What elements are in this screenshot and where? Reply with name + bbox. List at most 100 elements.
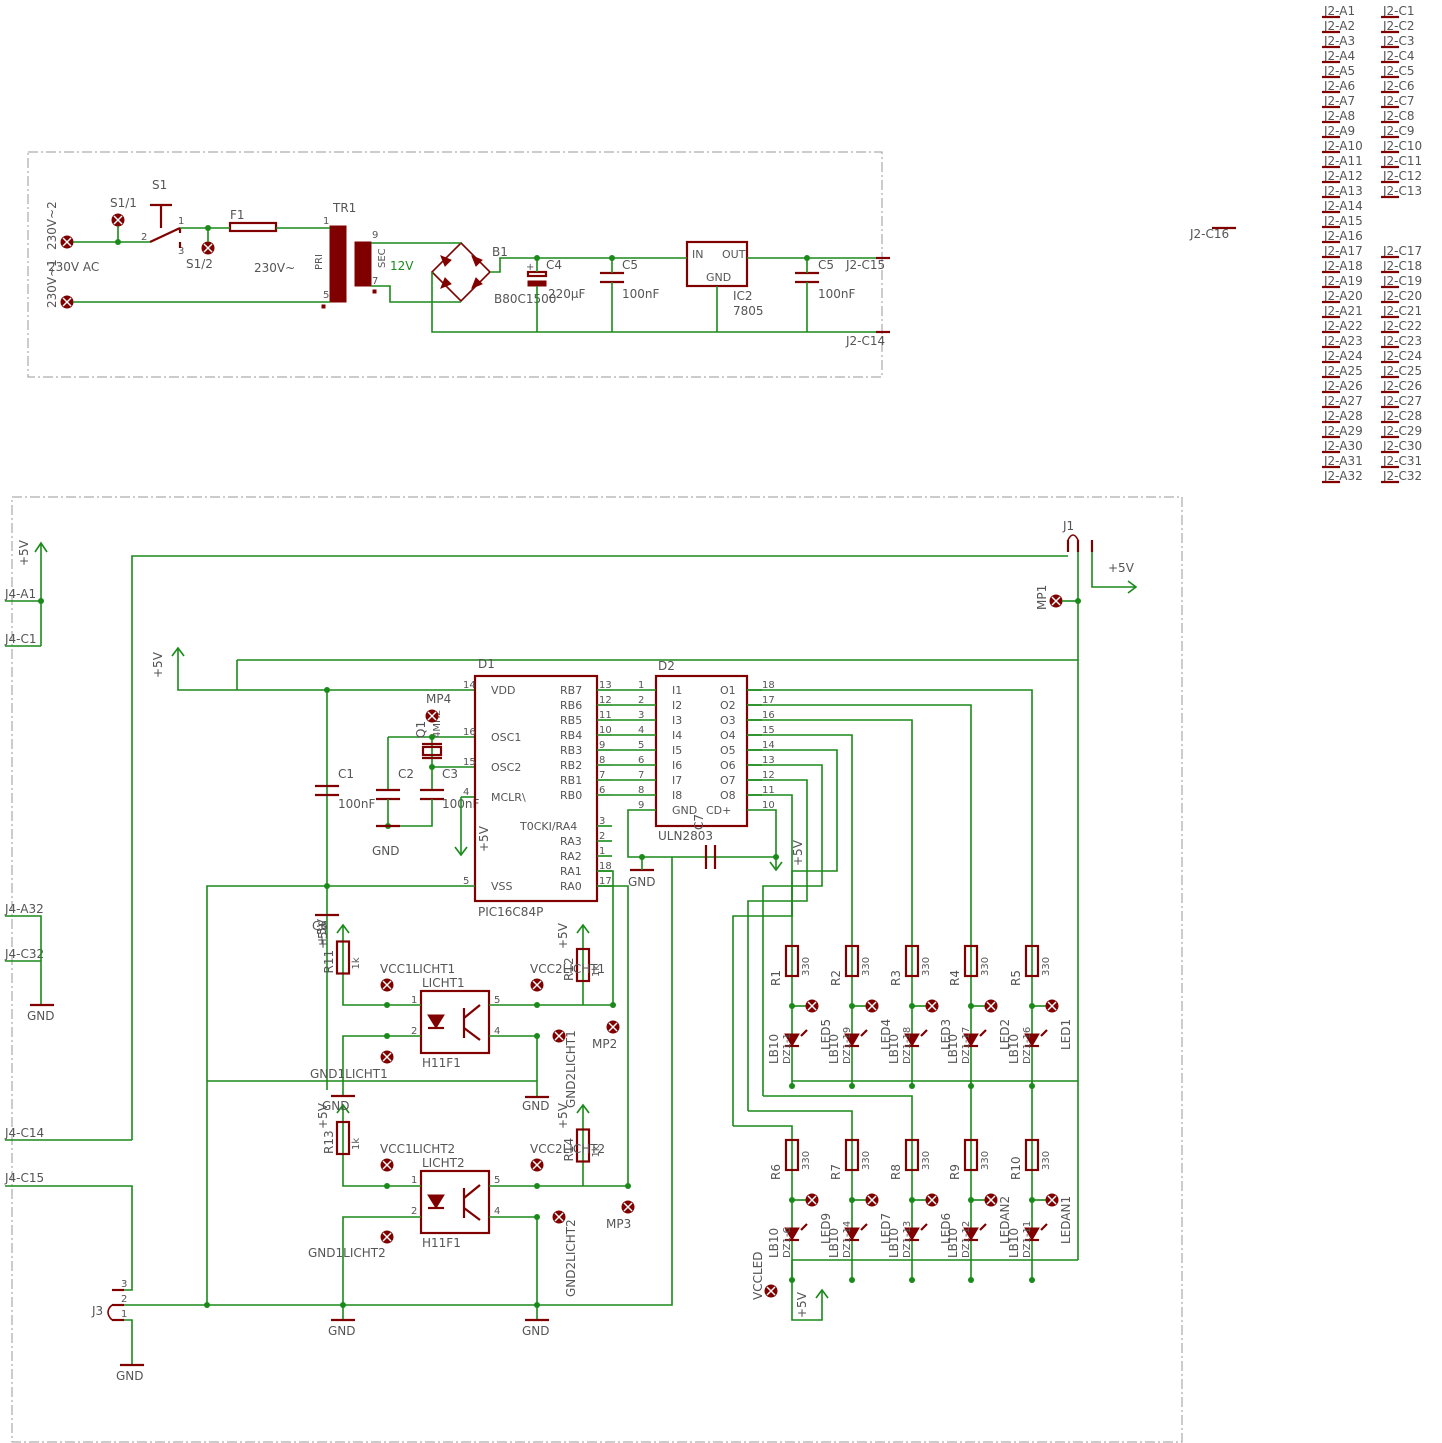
d2-pin-num: 13: [762, 755, 775, 766]
d2-pin-name: I7: [672, 774, 682, 787]
resistor-r1[interactable]: [784, 944, 800, 978]
testpoint-s1-2[interactable]: [201, 241, 215, 255]
led-led3[interactable]: [904, 1033, 920, 1047]
led-led9[interactable]: [784, 1227, 800, 1241]
led-label: LED1: [1059, 1019, 1073, 1050]
j2-a-label: J2-A24: [1323, 349, 1363, 363]
opto-licht2-label: LICHT2: [422, 1156, 465, 1170]
testpoint-gnd2licht2[interactable]: [552, 1210, 566, 1224]
opto-licht2[interactable]: [419, 1169, 491, 1235]
led-led1[interactable]: [1024, 1033, 1040, 1047]
ic-d1[interactable]: [473, 674, 599, 903]
j2-c-label: J2-C2: [1382, 19, 1415, 33]
lb10-label: LB10: [946, 1228, 960, 1258]
ic-d2[interactable]: [654, 674, 749, 828]
j2-c-label: J2-C32: [1382, 469, 1422, 483]
d1-pin-num: 10: [599, 725, 612, 736]
dz-label: DZ1-11: [1022, 1221, 1033, 1258]
resistor-r5[interactable]: [1024, 944, 1040, 978]
testpoint-gnd2licht1[interactable]: [552, 1029, 566, 1043]
capacitor-c5b[interactable]: [795, 271, 819, 284]
crystal-q1[interactable]: [421, 742, 443, 760]
testpoint-gnd1licht1[interactable]: [380, 1050, 394, 1064]
testpoint-mp1[interactable]: [1049, 594, 1063, 608]
testpoint-led6[interactable]: [925, 1193, 939, 1207]
cap-c6-label: C6: [312, 919, 328, 933]
resistor-r10[interactable]: [1024, 1138, 1040, 1172]
connector-j2: J2-A1J2-A2J2-A3J2-A4J2-A5J2-A6J2-A7J2-A8…: [1322, 4, 1422, 484]
cap-c7-label: C7: [692, 814, 706, 830]
terminal-230v1[interactable]: [60, 295, 74, 309]
resistor-r11[interactable]: [335, 940, 351, 975]
testpoint-mp2-label: MP2: [592, 1037, 617, 1051]
resistor-value: 330: [861, 957, 872, 976]
testpoint-mp4[interactable]: [425, 709, 439, 723]
testpoint-mp2[interactable]: [606, 1020, 620, 1034]
j2-a-label: J2-A12: [1323, 169, 1363, 183]
bridge-b1-label: B1: [492, 245, 508, 259]
testpoint-gnd1licht2[interactable]: [380, 1230, 394, 1244]
fuse-f1[interactable]: [228, 221, 278, 233]
testpoint-led1[interactable]: [1045, 999, 1059, 1013]
led-led2[interactable]: [963, 1033, 979, 1047]
testpoint-vccled[interactable]: [764, 1284, 778, 1298]
j2-c-label: J2-C29: [1382, 424, 1422, 438]
testpoint-led5[interactable]: [805, 999, 819, 1013]
led-ledan1[interactable]: [1024, 1227, 1040, 1241]
testpoint-vcc2licht1[interactable]: [530, 978, 544, 992]
j2-c-label: J2-C10: [1382, 139, 1422, 153]
jumper-j3[interactable]: [107, 1288, 124, 1322]
j2-a-label: J2-A1: [1323, 4, 1355, 18]
j2-a-label: J2-A16: [1323, 229, 1363, 243]
resistor-r7[interactable]: [844, 1138, 860, 1172]
testpoint-led3[interactable]: [925, 999, 939, 1013]
resistor-r14[interactable]: [575, 1128, 591, 1163]
switch-s1[interactable]: [149, 203, 182, 248]
j2-a-label: J2-A4: [1323, 49, 1355, 63]
led-ledan2[interactable]: [963, 1227, 979, 1241]
led-led5[interactable]: [784, 1033, 800, 1047]
transformer-tr1[interactable]: [321, 225, 377, 309]
capacitor-c4[interactable]: +: [526, 262, 548, 287]
testpoint-led7[interactable]: [865, 1193, 879, 1207]
resistor-r2[interactable]: [844, 944, 860, 978]
vcc-label: +5V: [316, 922, 330, 949]
tr-pin1: 1: [323, 216, 329, 227]
testpoint-s1-1[interactable]: [111, 213, 125, 227]
opto-licht1[interactable]: [419, 989, 491, 1055]
svg-text:3: 3: [121, 1279, 127, 1290]
d1-pin-name: VSS: [491, 880, 513, 893]
testpoint-ledan2[interactable]: [984, 1193, 998, 1207]
testpoint-led9[interactable]: [805, 1193, 819, 1207]
terminal-230v2[interactable]: [60, 235, 74, 249]
led-led7[interactable]: [844, 1227, 860, 1241]
testpoint-led4[interactable]: [865, 999, 879, 1013]
resistor-r3[interactable]: [904, 944, 920, 978]
resistor-r4[interactable]: [963, 944, 979, 978]
resistor-r12[interactable]: [575, 947, 591, 983]
bridge-rectifier-b1[interactable]: [430, 241, 492, 303]
testpoint-ledan1[interactable]: [1045, 1193, 1059, 1207]
testpoint-led2[interactable]: [984, 999, 998, 1013]
resistor-r8[interactable]: [904, 1138, 920, 1172]
testpoint-vcc1licht1[interactable]: [380, 978, 394, 992]
j2-a-label: J2-A15: [1323, 214, 1363, 228]
opto-testpoints: [380, 978, 635, 1244]
d1-pin-num: 12: [599, 695, 612, 706]
d2-pin-num: 17: [762, 695, 775, 706]
s1-pin1: 1: [178, 216, 184, 227]
led-led6[interactable]: [904, 1227, 920, 1241]
testpoint-mp3[interactable]: [621, 1200, 635, 1214]
capacitor-c5a[interactable]: [600, 271, 624, 284]
resistor-r6[interactable]: [784, 1138, 800, 1172]
resistor-r13[interactable]: [335, 1120, 351, 1156]
testpoint-vcc2licht2[interactable]: [530, 1158, 544, 1172]
led-led4[interactable]: [844, 1033, 860, 1047]
testpoint-vcc1licht2[interactable]: [380, 1158, 394, 1172]
j2-c-label: J2-C8: [1382, 109, 1415, 123]
jumper-j1[interactable]: [1066, 534, 1094, 552]
resistor-r9[interactable]: [963, 1138, 979, 1172]
licht1-pin4: 4: [494, 1026, 500, 1037]
j2-c-label: J2-C18: [1382, 259, 1422, 273]
